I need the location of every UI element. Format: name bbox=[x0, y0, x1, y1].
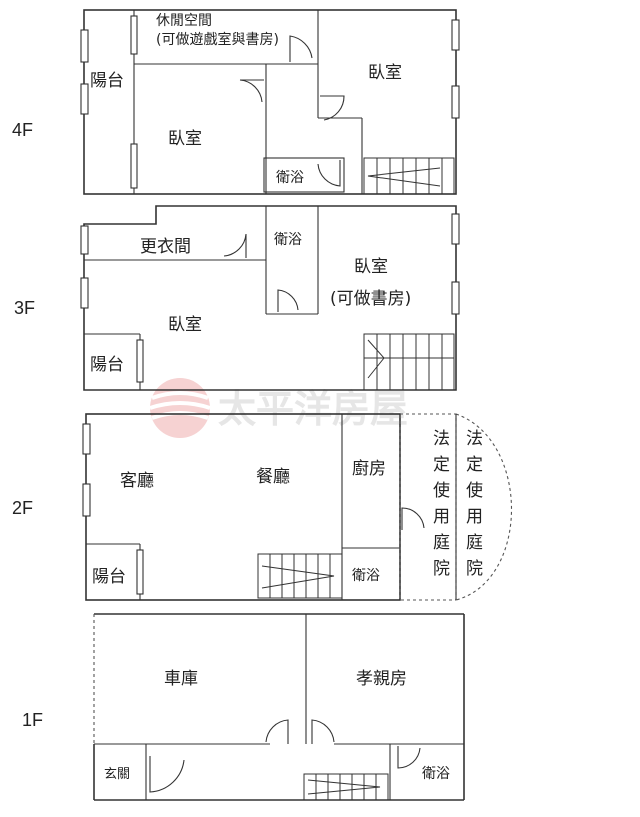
room-label: 陽台 bbox=[90, 355, 124, 375]
door-swing-icon bbox=[311, 719, 335, 744]
yard-char: 庭 bbox=[433, 533, 450, 553]
room-label: (可做書房) bbox=[330, 289, 411, 309]
sliding-door bbox=[130, 143, 138, 189]
door-swing-icon bbox=[320, 95, 345, 121]
room-label: 玄關 bbox=[104, 767, 130, 782]
room-label: 陽台 bbox=[92, 567, 126, 587]
watermark-text: 太平洋房屋 bbox=[218, 386, 408, 431]
room-label: (可做遊戲室與書房) bbox=[156, 31, 279, 48]
room-label: 臥室 bbox=[368, 63, 402, 83]
floor-4f: 4F 休閒空間 (可做 bbox=[12, 9, 460, 195]
staircase-3f bbox=[363, 333, 455, 391]
window bbox=[451, 213, 460, 245]
window bbox=[80, 29, 89, 63]
legal-yard-label-inner: 法 定 使 用 庭 院 bbox=[433, 429, 450, 579]
room-label: 衛浴 bbox=[276, 170, 304, 186]
legal-yard-label-outer: 法 定 使 用 庭 院 bbox=[466, 429, 483, 579]
floor-label-4f: 4F bbox=[12, 120, 33, 140]
yard-char: 使 bbox=[466, 480, 483, 501]
sliding-door bbox=[136, 549, 144, 595]
yard-char: 用 bbox=[433, 507, 450, 527]
yard-char: 院 bbox=[466, 559, 483, 579]
window bbox=[80, 225, 89, 255]
yard-char: 院 bbox=[433, 559, 450, 579]
door-swing-icon bbox=[223, 233, 247, 258]
yard-char: 定 bbox=[466, 455, 483, 475]
room-label: 更衣間 bbox=[140, 237, 191, 257]
room-label: 休閒空間 bbox=[156, 13, 212, 29]
room-label: 臥室 bbox=[354, 257, 388, 277]
floor-1f: 1F 車庫 孝親房 玄關 衛浴 bbox=[22, 613, 465, 801]
window bbox=[80, 83, 89, 115]
legal-yard-outer bbox=[455, 413, 513, 601]
watermark: 太平洋房屋 bbox=[149, 378, 408, 438]
door-swing-icon bbox=[277, 289, 299, 312]
floor-2f: 2F 客廳 餐廳 廚房 衛浴 陽台 bbox=[12, 413, 513, 601]
door-swing-icon bbox=[397, 746, 421, 769]
yard-char: 法 bbox=[433, 429, 450, 449]
room-label: 車庫 bbox=[164, 669, 198, 689]
floor-label-3f: 3F bbox=[14, 298, 35, 318]
floor-3f-outline bbox=[83, 205, 457, 391]
room-label: 臥室 bbox=[168, 129, 202, 149]
room-label: 餐廳 bbox=[256, 467, 290, 487]
room-label: 衛浴 bbox=[352, 568, 380, 584]
room-label: 衛浴 bbox=[274, 232, 302, 248]
room-label: 衛浴 bbox=[422, 766, 450, 782]
door-swing-icon bbox=[317, 160, 341, 187]
window bbox=[80, 277, 89, 309]
room-label: 廚房 bbox=[352, 458, 386, 479]
sliding-door bbox=[130, 15, 138, 55]
room-label: 臥室 bbox=[168, 315, 202, 335]
window bbox=[451, 85, 460, 119]
door-swing-icon bbox=[265, 719, 289, 744]
yard-char: 用 bbox=[466, 507, 483, 527]
bathroom-4f-box bbox=[263, 157, 345, 193]
room-label: 陽台 bbox=[90, 71, 124, 91]
door-swing-icon bbox=[149, 756, 185, 793]
yard-char: 定 bbox=[433, 455, 450, 475]
window bbox=[82, 483, 91, 517]
window bbox=[451, 19, 460, 51]
window bbox=[451, 281, 460, 315]
staircase-2f bbox=[257, 553, 343, 599]
sliding-door bbox=[136, 339, 144, 383]
yard-char: 庭 bbox=[466, 533, 483, 553]
legal-yard-inner bbox=[399, 413, 457, 601]
floor-3f: 3F 更衣間 衛浴 臥室 (可做書房) bbox=[14, 205, 460, 391]
door-swing-icon bbox=[239, 79, 264, 103]
floor-label-2f: 2F bbox=[12, 498, 33, 518]
staircase-4f bbox=[363, 157, 455, 195]
room-label: 孝親房 bbox=[356, 669, 407, 689]
yard-char: 法 bbox=[466, 429, 483, 449]
yard-char: 使 bbox=[433, 480, 450, 501]
floor-label-1f: 1F bbox=[22, 710, 43, 730]
room-label: 客廳 bbox=[120, 471, 154, 491]
staircase-1f bbox=[303, 773, 389, 801]
door-swing-icon bbox=[401, 507, 425, 530]
window bbox=[82, 423, 91, 455]
watermark-logo-icon bbox=[149, 378, 211, 438]
door-swing-icon bbox=[289, 35, 313, 62]
